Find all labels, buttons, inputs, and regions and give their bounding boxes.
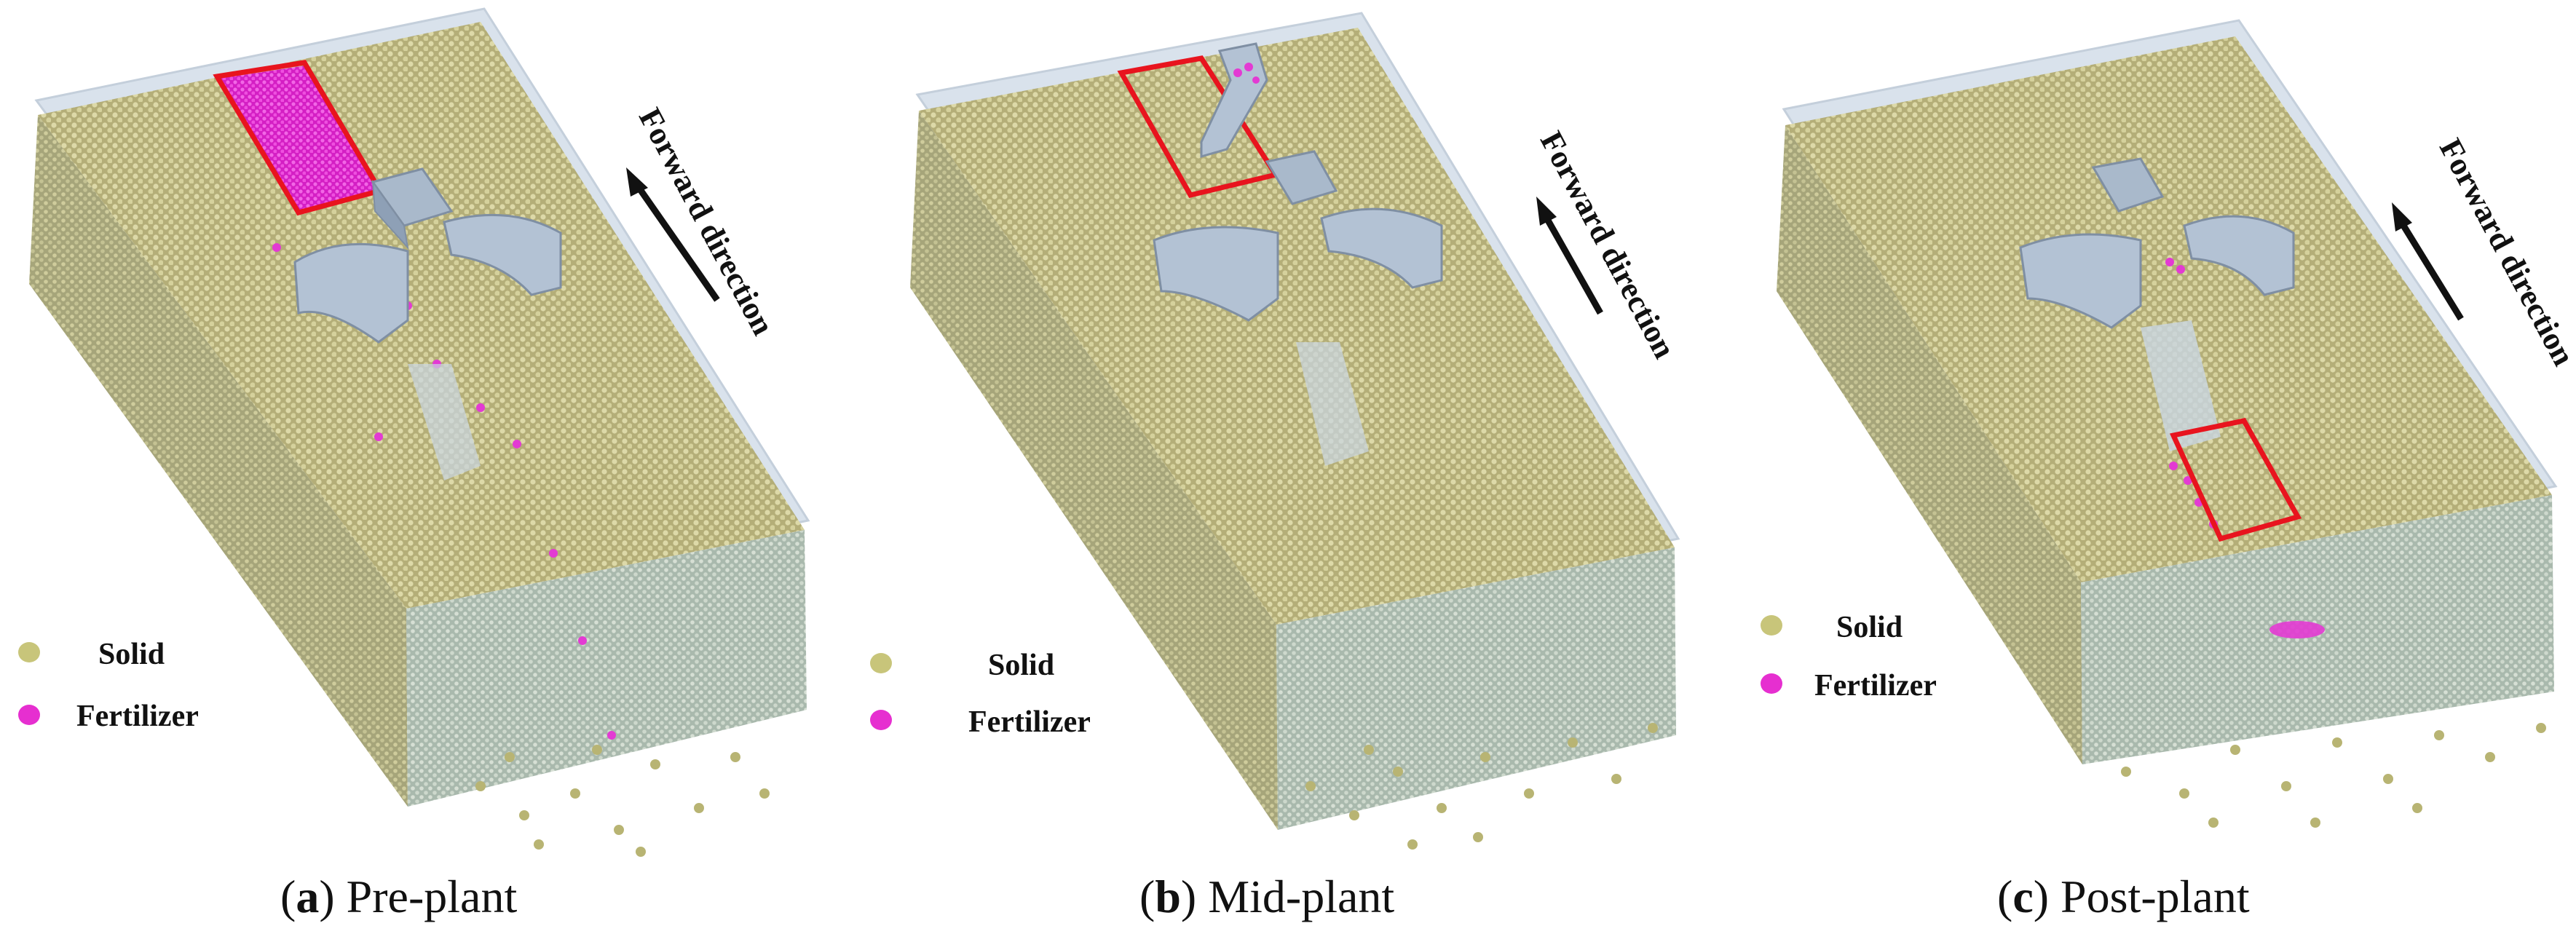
machine-shovel-left	[2019, 233, 2142, 329]
arrow-head	[2392, 202, 2412, 231]
machine-shovel-right	[2183, 215, 2295, 296]
machine-shovel-right	[443, 213, 562, 296]
caption-text: Mid-plant	[1208, 871, 1395, 922]
fertilizer-region-box	[2169, 418, 2302, 542]
legend-solid-label: Solid	[98, 638, 165, 671]
soil-left-face	[29, 115, 408, 807]
caption-letter: b	[1155, 871, 1181, 922]
caption-text: Post-plant	[2061, 871, 2250, 922]
panel-a: Forward direction Solid Fertilizer (a) P…	[0, 0, 859, 950]
buried-fertilizer	[2269, 621, 2325, 638]
legend-solid-label: Solid	[988, 649, 1055, 682]
falling-solid-particles	[475, 745, 770, 857]
legend-fertilizer-label: Fertilizer	[1814, 669, 1937, 702]
furrow	[408, 364, 481, 480]
forward-direction-arrow	[632, 180, 720, 302]
machine-shovel-left	[293, 242, 409, 344]
soil-left-face	[1777, 125, 2082, 764]
soil-front-face	[406, 530, 807, 807]
soil-top-surface	[919, 28, 1675, 625]
furrow	[2141, 320, 2221, 451]
falling-solid-particles	[1305, 723, 1658, 850]
panel-caption: (a) Pre-plant	[280, 871, 518, 922]
soil-top-surface	[1785, 36, 2552, 582]
soil-bin-illustration-c	[1777, 19, 2558, 828]
caption-letter: c	[2012, 871, 2034, 922]
furrow	[1296, 342, 1369, 466]
tube-fertilizer	[2165, 258, 2185, 274]
legend-fertilizer-dot	[1761, 673, 1782, 694]
falling-solid-particles	[2121, 723, 2546, 828]
caption-text: Pre-plant	[346, 871, 518, 922]
legend-fertilizer-label: Fertilizer	[968, 705, 1091, 739]
legend-fertilizer-label: Fertilizer	[76, 700, 199, 733]
legend-solid-label: Solid	[1836, 611, 1903, 644]
panel-b: Forward direction Solid Fertilizer (b) M…	[859, 0, 1718, 950]
soil-top-surface	[38, 22, 805, 609]
soil-front-face	[1276, 547, 1676, 830]
machine-feed-tube	[1200, 42, 1268, 158]
fertilizer-band	[218, 66, 379, 211]
panel-caption: (b) Mid-plant	[1139, 871, 1395, 922]
panel-c: Forward direction Solid Fertilizer (c) P…	[1718, 0, 2576, 950]
panel-caption: (c) Post-plant	[1997, 871, 2250, 922]
legend-solid-dot	[18, 642, 40, 662]
soil-bin-illustration-b	[910, 12, 1680, 850]
soil-bin-illustration-a	[29, 7, 810, 857]
legend-fertilizer-dot	[870, 710, 892, 730]
machine-shovel-right	[1320, 207, 1443, 289]
arrow-head	[1536, 197, 1557, 226]
soil-left-face	[910, 111, 1278, 830]
arrow-head	[626, 167, 648, 197]
legend-fertilizer-dot	[18, 705, 40, 725]
machine-hopper	[2091, 157, 2165, 213]
legend-solid-dot	[1761, 615, 1782, 636]
machine-hopper	[1265, 150, 1338, 205]
forward-direction-arrow	[2396, 216, 2464, 321]
legend-solid-dot	[870, 653, 892, 673]
forward-direction-arrow	[1541, 210, 1603, 315]
tube-fertilizer	[1233, 63, 1260, 84]
machine-shovel-left	[1153, 226, 1279, 322]
caption-letter: a	[296, 871, 320, 922]
machine-hopper-front	[371, 179, 409, 250]
